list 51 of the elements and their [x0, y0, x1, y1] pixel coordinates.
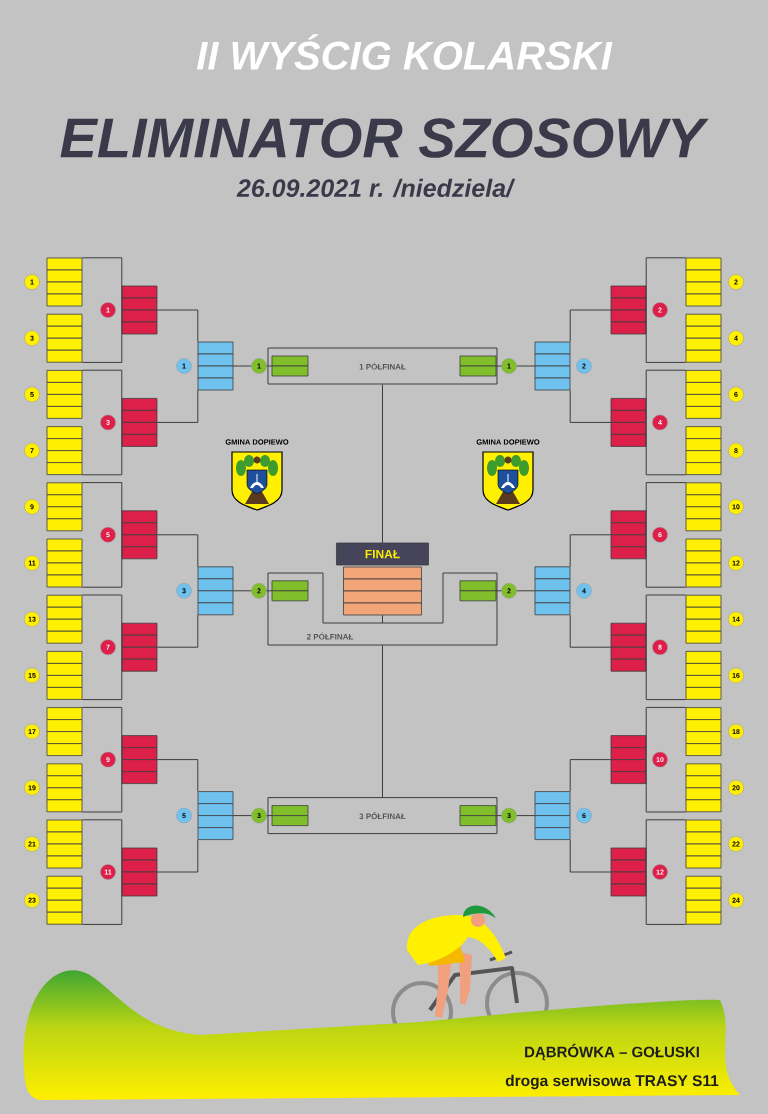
- bracket-line: [382, 384, 383, 544]
- bracket-line: [81, 309, 123, 363]
- bracket-line: [81, 534, 123, 588]
- bracket-line: [81, 482, 123, 536]
- bracket-line: [81, 819, 123, 873]
- bracket-line: [645, 369, 687, 423]
- bracket-line: [645, 646, 687, 701]
- bracket-line: [156, 309, 199, 343]
- title: ELIMINATOR SZOSOWY: [60, 118, 709, 158]
- bracket-line: [645, 819, 687, 873]
- bracket-line: [645, 421, 687, 476]
- bracket-line: [645, 871, 687, 925]
- heading-text: II WYŚCIG KOLARSKI: [196, 34, 613, 70]
- bracket-line: [156, 614, 199, 648]
- date-text: 26.09.2021 r. /niedziela/: [236, 178, 516, 198]
- bracket-line: [569, 759, 612, 792]
- bracket-line: [156, 839, 199, 873]
- bracket-line: [81, 759, 123, 813]
- bracket-line: [516, 815, 536, 817]
- bracket-line: [569, 614, 612, 648]
- bracket-line: [382, 614, 383, 624]
- bracket-line: [81, 871, 123, 925]
- bracket-line: [232, 590, 252, 592]
- bracket-line: [569, 309, 612, 343]
- bracket-line: [382, 644, 383, 798]
- bracket-line: [232, 365, 252, 367]
- bracket-line: [81, 706, 123, 761]
- bracket-line: [81, 594, 123, 648]
- bracket-line: [81, 257, 123, 311]
- bracket-line: [232, 815, 252, 817]
- location-text: DĄBRÓWKA – GOŁUSKI: [525, 1043, 699, 1061]
- bracket-line: [645, 482, 687, 536]
- bracket-line: [645, 309, 687, 363]
- final-box: FINAŁ: [336, 542, 429, 616]
- bracket-line: [516, 590, 536, 592]
- bracket-line: [156, 759, 199, 792]
- bracket-line: [516, 365, 536, 367]
- bracket-line: [81, 421, 123, 476]
- bracket-line: [645, 759, 687, 813]
- bracket-line: [645, 257, 687, 311]
- bracket-line: [645, 534, 687, 588]
- bracket-line: [645, 706, 687, 761]
- bracket-line: [81, 646, 123, 701]
- bracket-line: [156, 389, 199, 423]
- location-text: droga serwisowa TRASY S11: [505, 1074, 719, 1090]
- bracket-line: [156, 534, 199, 568]
- bracket-line: [569, 389, 612, 423]
- bracket-line: [645, 594, 687, 648]
- bracket-line: [569, 839, 612, 873]
- bracket-line: [81, 369, 123, 423]
- bracket-line: [569, 534, 612, 568]
